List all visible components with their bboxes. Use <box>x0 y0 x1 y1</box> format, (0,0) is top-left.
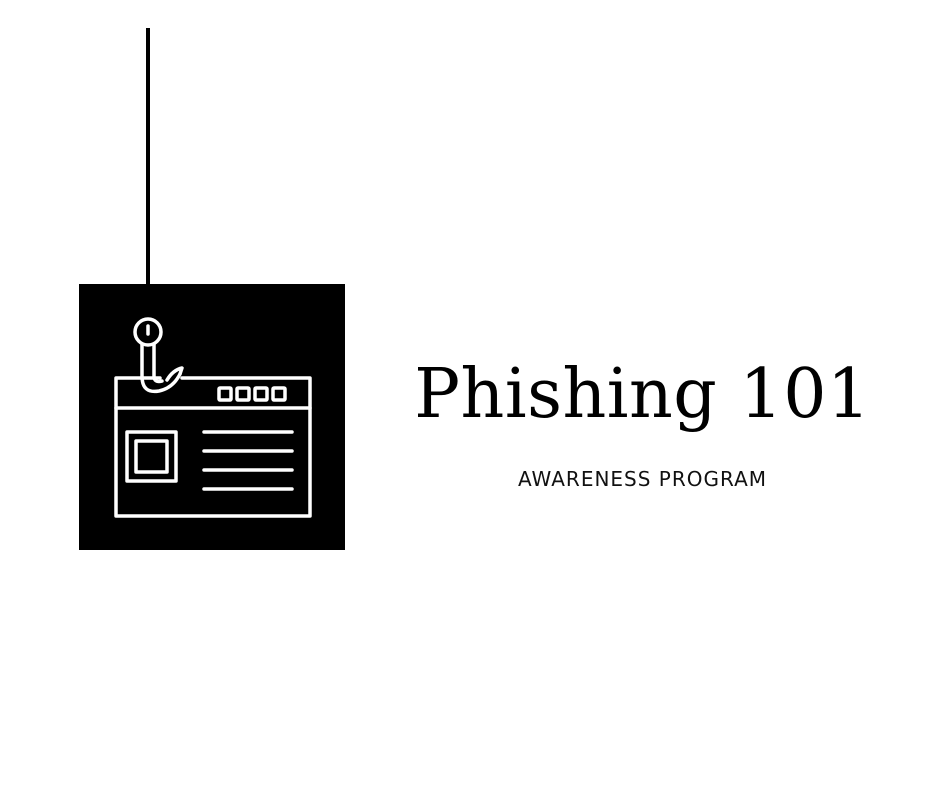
phishing-hook-browser-icon <box>114 317 312 518</box>
logo-box <box>79 284 345 550</box>
page-subtitle: AWARENESS PROGRAM <box>517 467 768 491</box>
page-title: Phishing 101 <box>414 355 871 434</box>
hanging-line <box>146 28 150 285</box>
